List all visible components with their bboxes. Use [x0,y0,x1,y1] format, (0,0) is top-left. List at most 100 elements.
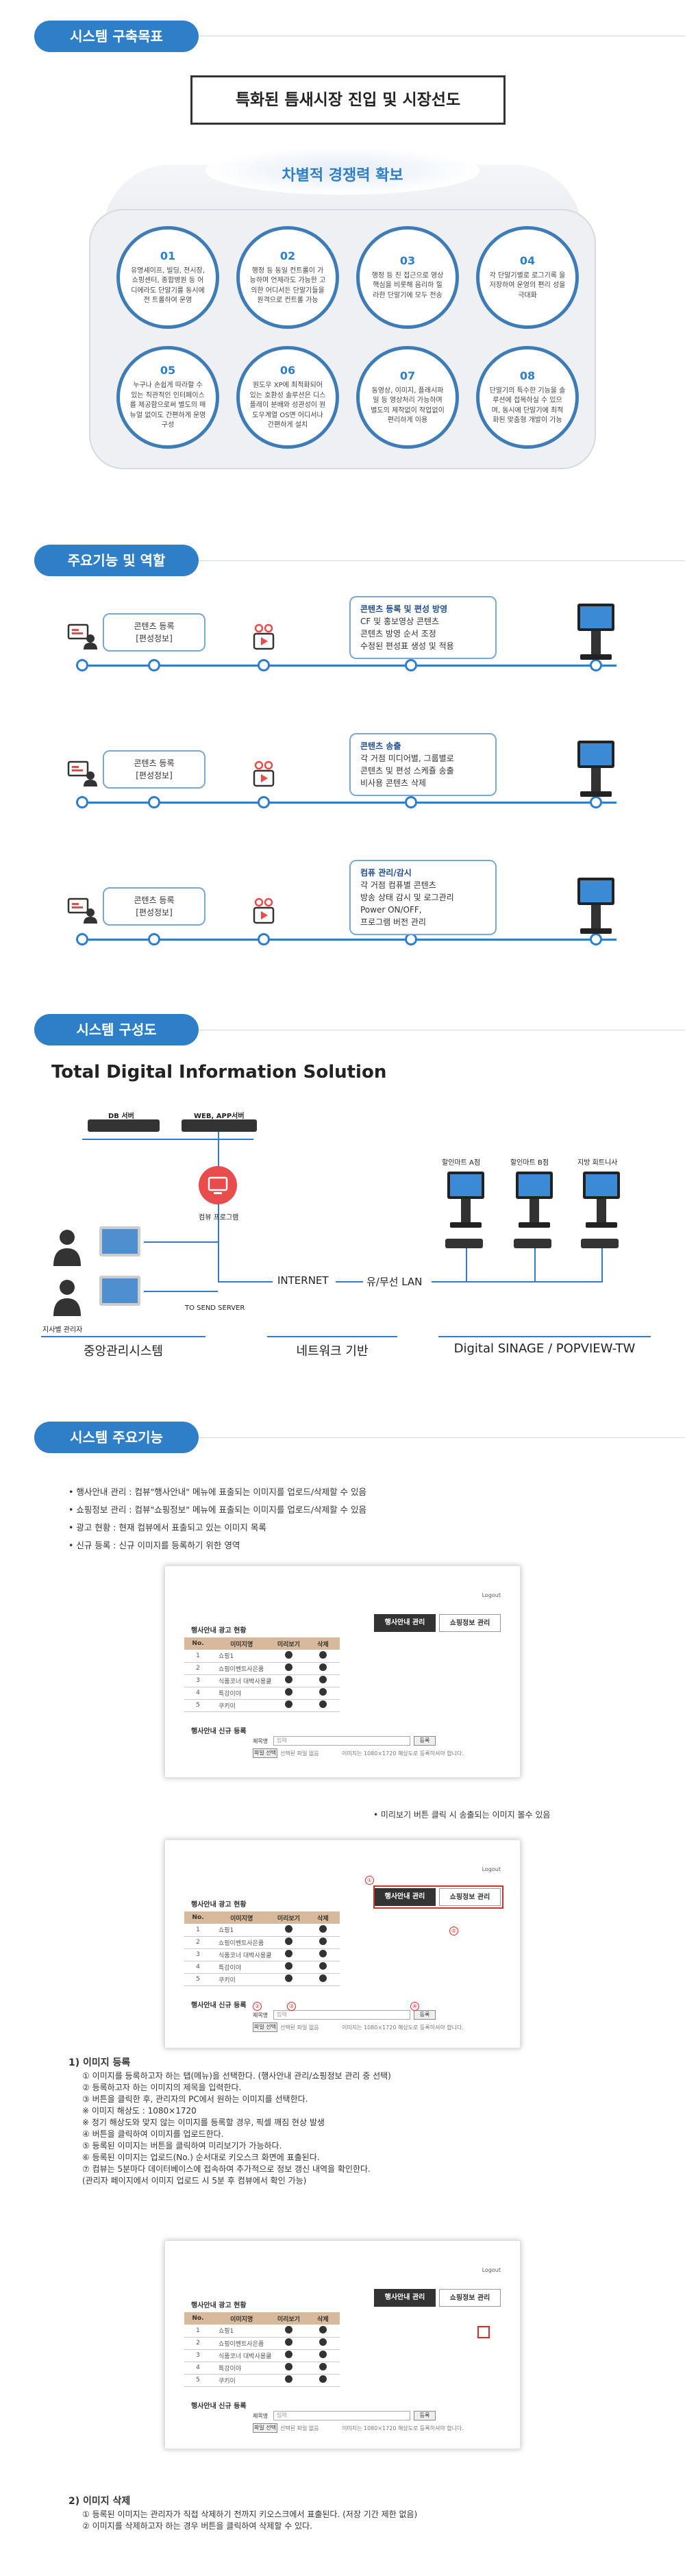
step-line: ④ 버튼을 클릭하여 이미지를 업로드한다. [82,2129,224,2139]
preview-icon[interactable] [284,1974,292,1982]
preview-icon[interactable] [284,2338,292,2346]
register-button[interactable]: 등록 [414,1736,436,1746]
preview-icon[interactable] [284,1950,292,1957]
delete-icon[interactable] [319,1974,327,1982]
logout-link[interactable]: Logout [482,1592,501,1598]
delete-icon[interactable] [319,2325,327,2333]
timeline-dot [76,796,88,808]
box-line: [편성정보] [136,908,173,917]
step-line: ① 등록된 이미지는 관리자가 직접 삭제하기 전까지 키오스크에서 표출된다.… [82,2510,418,2519]
goal-number: 03 [399,253,416,267]
delete-icon[interactable] [319,1663,327,1671]
kiosk-icon [447,1172,484,1228]
preview-icon[interactable] [284,1650,292,1659]
bullet: • 쇼핑정보 관리 : 컴뷰"쇼핑정보" 메뉴에 표출되는 이미지를 업로드/삭… [68,1504,367,1515]
step-marker: ⑤ [449,1927,458,1935]
file-status: 선택된 파일 없음 [280,2425,319,2431]
preview-icon[interactable] [284,1688,292,1696]
tab-shop-manage[interactable]: 쇼핑정보 관리 [439,1614,501,1632]
delete-icon[interactable] [319,1962,327,1970]
delete-icon[interactable] [319,1688,327,1696]
bullet: • 행사안내 관리 : 컴뷰"행사안내" 메뉴에 표출되는 이미지를 업로드/삭… [68,1487,367,1497]
preview-icon[interactable] [284,2375,292,2383]
server-line [82,1139,253,1140]
timeline-dot [258,796,270,808]
underline [41,1336,206,1337]
preview-icon[interactable] [284,2351,292,2358]
signage-label: Digital SINAGE / POPVIEW-TW [453,1341,636,1356]
column-header: 이미지명 [212,2312,272,2325]
step-line: ⑥ 등록된 이미지는 업로드(No.) 순서대로 키오스크 화면에 표출된다. [82,2153,320,2162]
function-line: 방송 상태 감시 및 로그관리 [360,893,454,902]
content-register-box: 콘텐츠 등록[편성정보] [103,887,206,926]
preview-icon[interactable] [284,2325,292,2333]
tab-event-manage[interactable]: 행사안내 관리 [374,1614,436,1632]
row-name: 특강이야 [212,1687,272,1700]
row-no: 2 [184,1662,212,1675]
function-title: 컴퓨 관리/감시 [360,868,412,878]
title-input[interactable]: 입력 [273,2411,410,2420]
register-button[interactable]: 등록 [414,2411,436,2420]
preview-icon[interactable] [284,1924,292,1933]
row-no: 3 [184,2349,212,2362]
row-name: 식품코너 대박사용쿨 [212,2349,272,2362]
goal-text: 각 단말기별로 로그기록 을 저장하여 운영의 편리 성을 극대화 [489,271,566,299]
tab-shop-manage[interactable]: 쇼핑정보 관리 [439,1888,501,1906]
delete-icon[interactable] [319,2363,327,2370]
function-line: 콘텐츠 및 편성 스케쥴 송출 [360,766,454,776]
file-select-button[interactable]: 파일 선택 [253,1748,277,1758]
step-line: ② 이미지를 삭제하고자 하는 경우 버튼을 클릭하여 삭제할 수 있다. [82,2521,312,2531]
preview-icon[interactable] [284,1700,292,1708]
step-line: ⑤ 등록된 이미지는 버튼을 클릭하여 미리보기가 가능하다. [82,2141,282,2151]
section-pill-features: 시스템 주요기능 [34,1422,199,1453]
delete-icon[interactable] [319,1924,327,1933]
file-select-button[interactable]: 파일 선택 [253,2423,277,2433]
column-header: 삭제 [306,1637,340,1650]
kiosk-icon [583,1172,620,1228]
admin-desk-icon [67,760,97,787]
register-button[interactable]: 등록 [414,2010,436,2020]
function-line: 콘텐츠 방영 순서 조정 [360,629,436,639]
row-name: 쿠키이 [212,1699,272,1712]
delete-icon[interactable] [319,1950,327,1957]
delete-icon[interactable] [319,2375,327,2383]
network-line [432,1281,603,1283]
delete-icon[interactable] [319,1700,327,1708]
preview-icon[interactable] [284,1937,292,1945]
row-no: 4 [184,1961,212,1974]
row-name: 식품코너 대박사용쿨 [212,1674,272,1687]
video-icon [253,623,275,650]
send-server-label: TO SEND SERVER [185,1304,245,1312]
tab-shop-manage[interactable]: 쇼핑정보 관리 [439,2289,501,2307]
row-no: 1 [184,2325,212,2338]
delete-icon[interactable] [319,2338,327,2346]
preview-icon[interactable] [284,1663,292,1671]
monitor-icon [99,1226,140,1256]
tab-event-manage[interactable]: 행사안내 관리 [374,1888,436,1906]
column-header: 미리보기 [271,1637,306,1650]
preview-icon[interactable] [284,1676,292,1683]
title-input[interactable]: 입력 [273,2010,410,2020]
delete-icon[interactable] [319,1676,327,1683]
file-select-button[interactable]: 파일 선택 [253,2022,277,2032]
delete-icon[interactable] [319,1937,327,1945]
delete-icon[interactable] [319,2351,327,2358]
timeline-line [82,939,616,941]
title-input[interactable]: 입력 [273,1736,410,1746]
preview-icon[interactable] [284,1962,292,1970]
column-header: 삭제 [306,1911,340,1924]
kiosk-drop-line [466,1247,467,1281]
tab-event-manage[interactable]: 행사안내 관리 [374,2289,436,2307]
column-header: 이미지명 [212,1637,272,1650]
step-line: ※ 정기 해상도와 맞지 않는 이미지를 등록할 경우, 픽셀 깨짐 현상 발생 [82,2118,325,2127]
logout-link[interactable]: Logout [482,2267,501,2273]
title-label: 제목명 [253,2012,269,2018]
logout-link[interactable]: Logout [482,1866,501,1872]
highlight-box [477,2326,490,2338]
delete-icon[interactable] [319,1650,327,1659]
row-name: 특강이야 [212,2362,272,2375]
preview-icon[interactable] [284,2363,292,2370]
function-line: CF 및 홍보영상 콘텐츠 [360,617,440,626]
